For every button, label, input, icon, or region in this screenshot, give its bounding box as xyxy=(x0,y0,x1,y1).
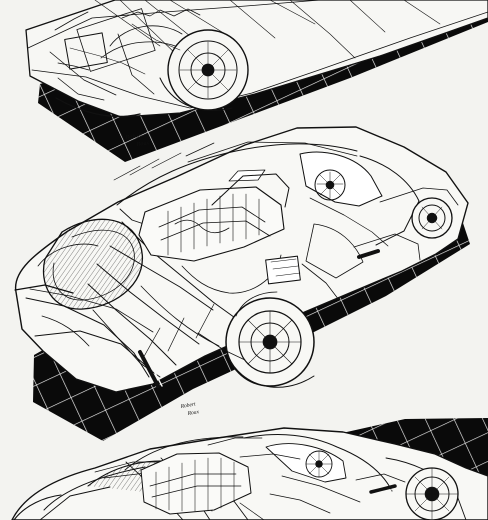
top-signature: Robert Roux xyxy=(124,133,149,148)
middle-cutaway-car xyxy=(14,126,469,393)
svg-text:Roux: Roux xyxy=(186,409,200,417)
svg-text:Roux: Roux xyxy=(135,140,149,148)
bottom-cutaway-car xyxy=(11,427,488,520)
svg-text:Robert: Robert xyxy=(179,401,196,410)
top-cutaway-car xyxy=(25,0,488,118)
svg-text:Robert: Robert xyxy=(124,133,142,141)
middle-signature: Robert Roux xyxy=(179,401,200,417)
